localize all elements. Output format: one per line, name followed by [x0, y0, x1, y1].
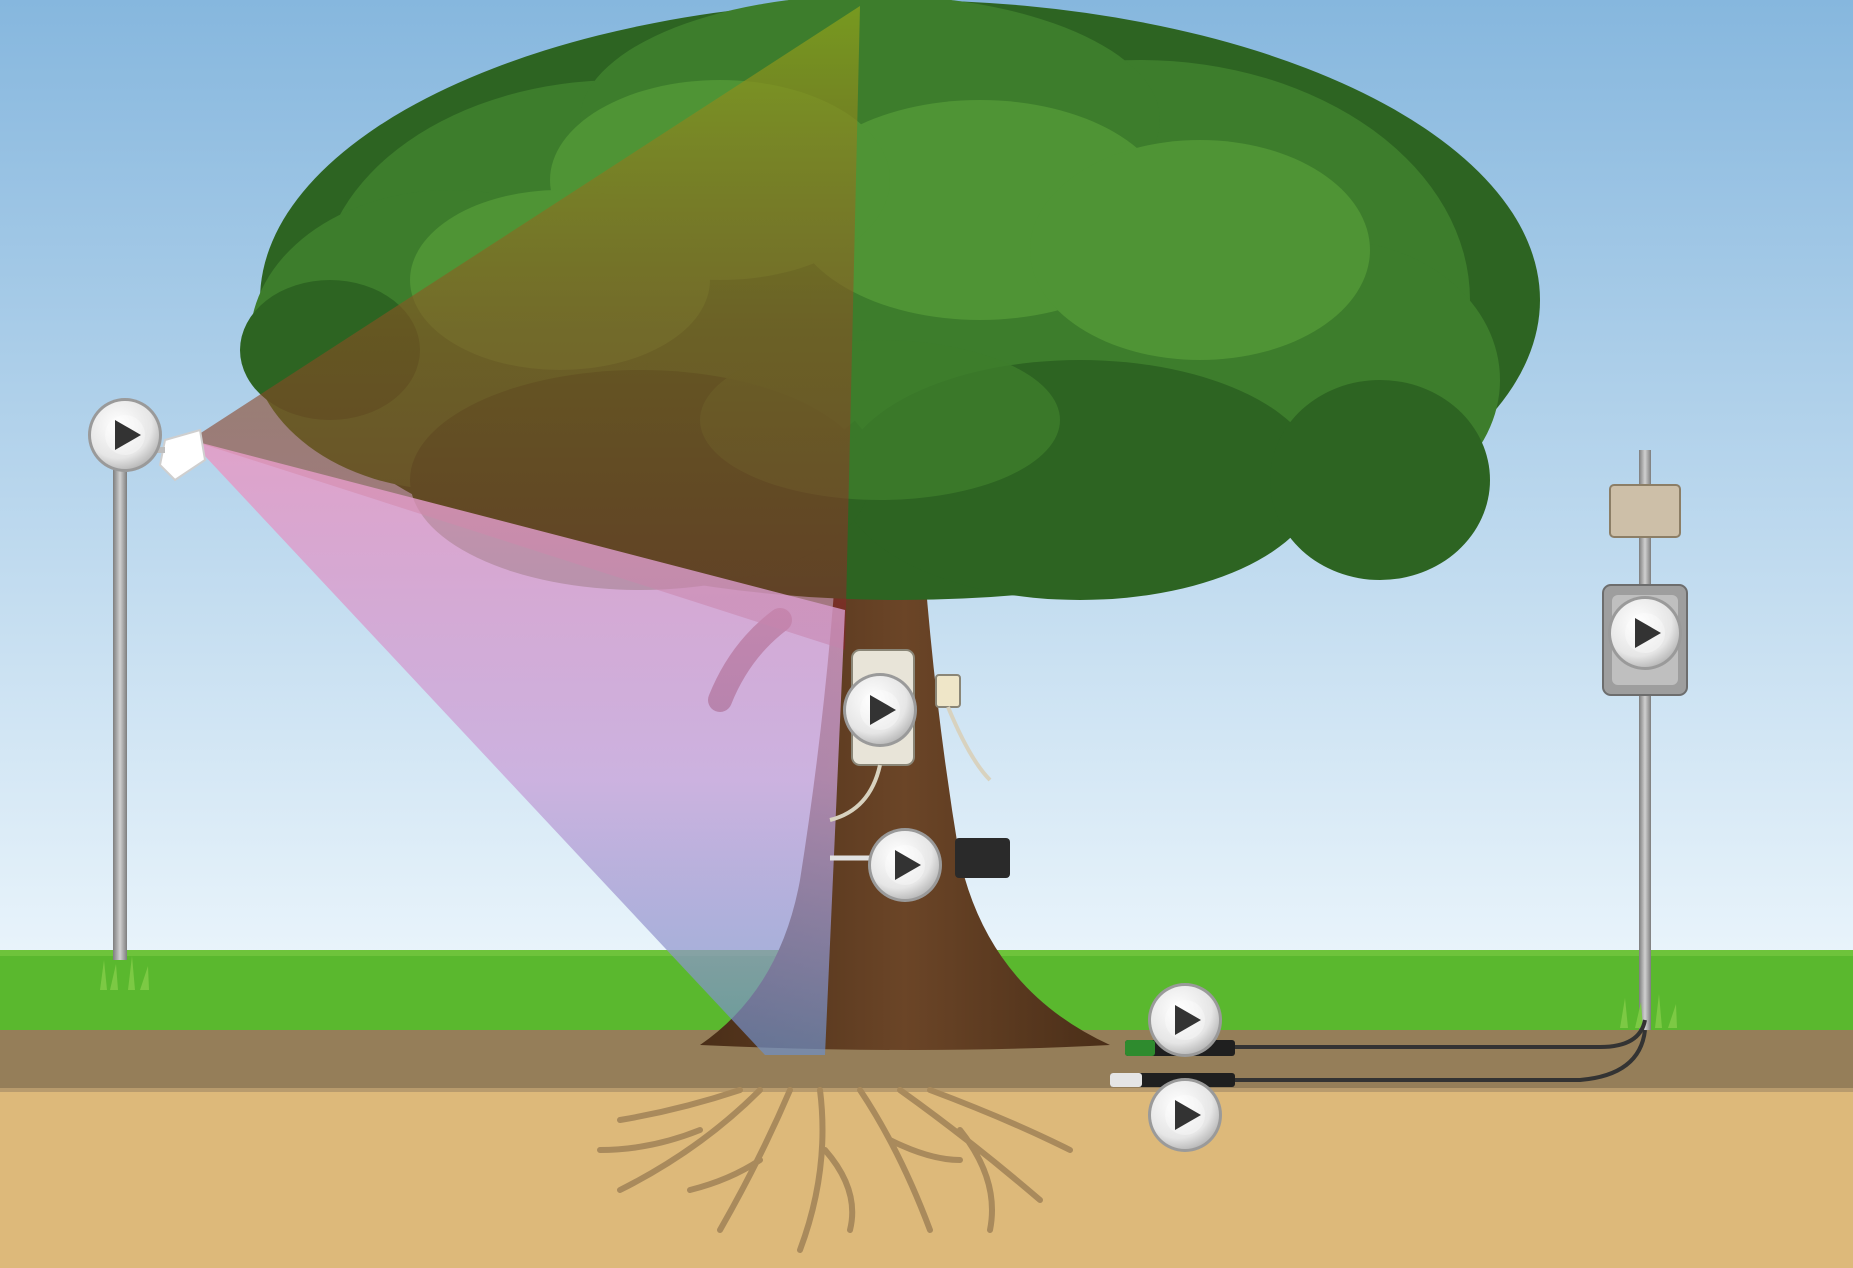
play-icon — [1148, 1078, 1222, 1152]
play-icon — [88, 398, 162, 472]
soil-sensor-upper-play-button[interactable] — [1148, 983, 1222, 1057]
subsoil-layer — [0, 1090, 1853, 1268]
play-icon — [868, 828, 942, 902]
datalogger-play-button[interactable] — [1608, 596, 1682, 670]
canopy-sensor-play-button[interactable] — [88, 398, 162, 472]
solar-panel — [1610, 485, 1680, 537]
play-icon — [843, 673, 917, 747]
play-icon — [1608, 596, 1682, 670]
dendrometer-play-button[interactable] — [843, 673, 917, 747]
sap-flow-sensor-play-button[interactable] — [868, 828, 942, 902]
soil-sensor-lower-play-button[interactable] — [1148, 1078, 1222, 1152]
play-icon — [1148, 983, 1222, 1057]
